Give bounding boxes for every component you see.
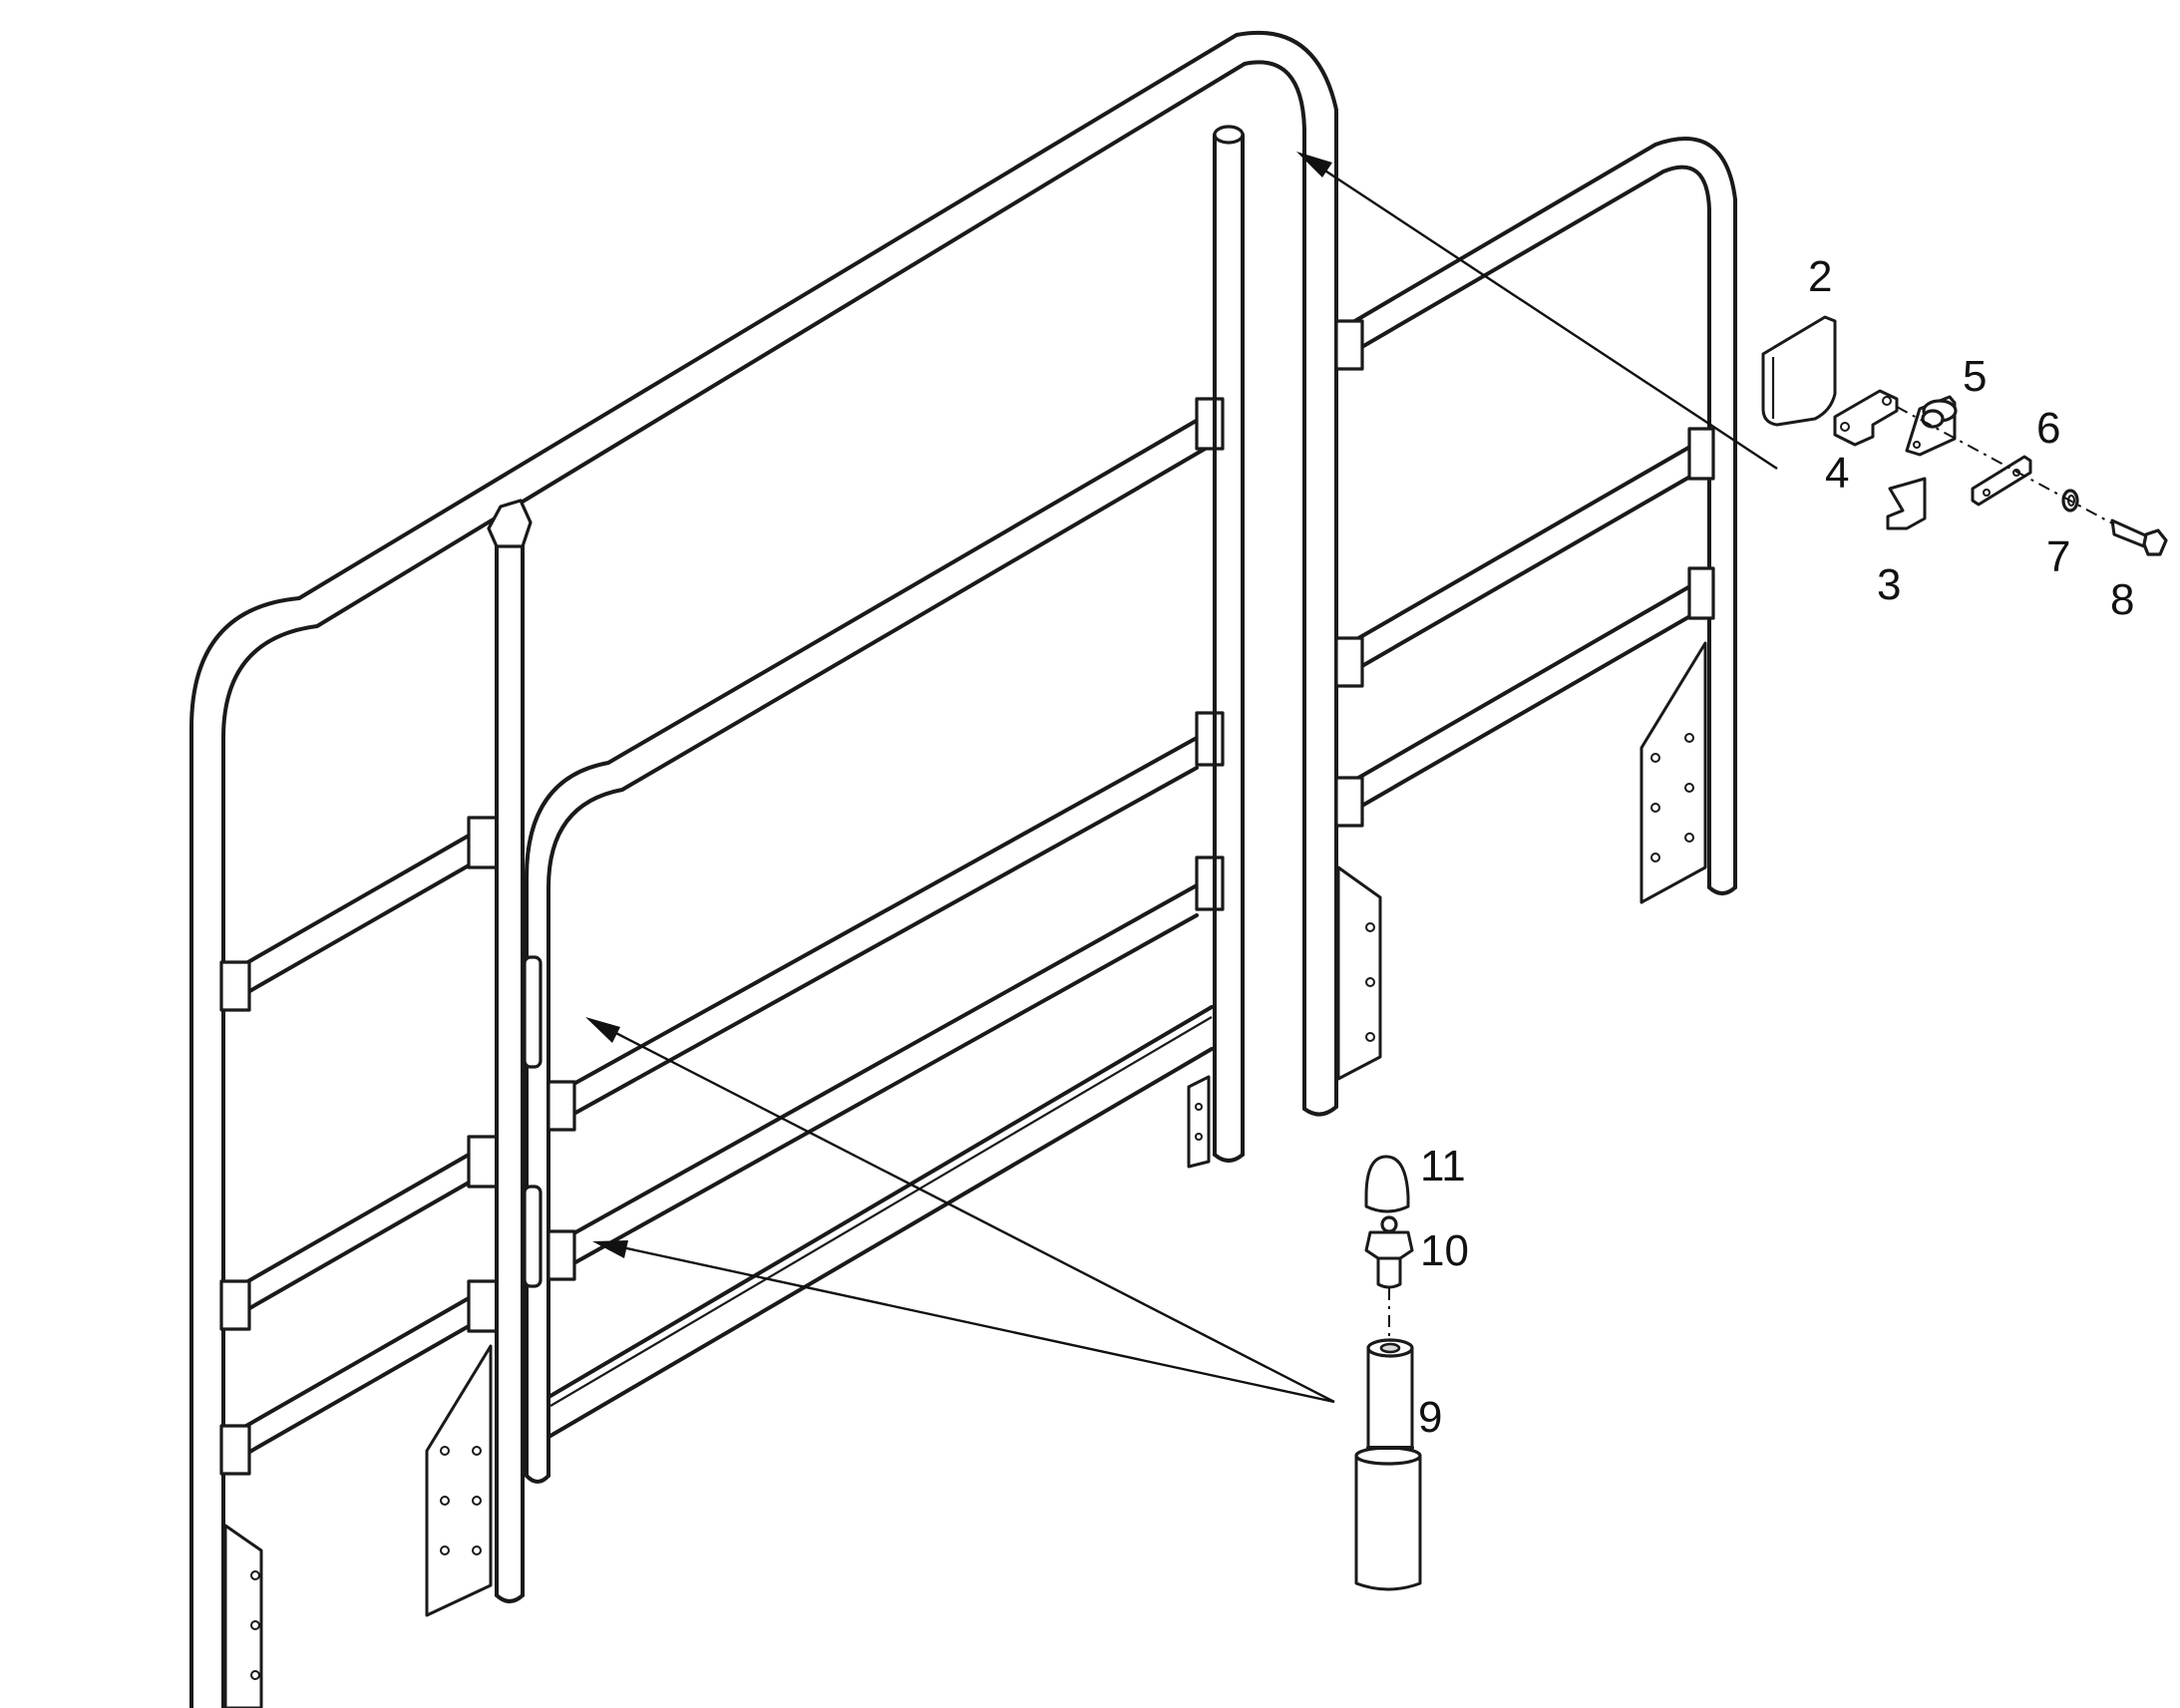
tee-fitting	[487, 499, 533, 548]
clamp-fitting	[1687, 566, 1715, 620]
right-rail-frame	[1334, 137, 1737, 1081]
callout-8: 8	[2110, 575, 2135, 624]
clamp-fitting	[219, 1279, 251, 1331]
mounting-plate	[1639, 641, 1707, 904]
clamp-fitting	[467, 816, 499, 869]
callout-4: 4	[1825, 449, 1850, 498]
leader-arrows	[585, 152, 1778, 1404]
gate-frame	[523, 125, 1245, 1484]
arrowhead	[585, 1017, 620, 1043]
callout-2: 2	[1808, 252, 1833, 301]
clamp-fitting	[467, 1135, 499, 1189]
hinge	[523, 1185, 543, 1288]
leader-line-hinge-upper	[599, 1023, 1335, 1404]
clamp-fitting	[546, 1080, 576, 1132]
middle-post	[425, 499, 533, 1617]
callout-6: 6	[2036, 404, 2061, 453]
clamp-fitting	[1195, 397, 1225, 451]
arrowhead	[592, 1240, 628, 1258]
callout-11: 11	[1420, 1142, 1466, 1191]
callout-9: 9	[1418, 1393, 1443, 1442]
hinge	[523, 955, 543, 1069]
leader-line-hinge-lower	[607, 1242, 1335, 1404]
clamp-fitting	[219, 1424, 251, 1476]
part-10-grease-fitting	[1380, 1215, 1398, 1233]
mounting-plate	[425, 1344, 493, 1617]
callout-7: 7	[2046, 532, 2071, 581]
part-9-hinge-pin	[1366, 1346, 1414, 1458]
part-4-bracket	[1833, 389, 1899, 447]
mounting-plate	[1336, 865, 1382, 1081]
clamp-fitting	[1334, 636, 1364, 688]
callout-3: 3	[1877, 560, 1902, 609]
clamp-fitting	[1334, 776, 1364, 828]
post-cap	[1213, 125, 1245, 145]
callout-5: 5	[1963, 352, 1988, 401]
mounting-plate	[1187, 1075, 1211, 1169]
leader-line-latch	[1310, 160, 1778, 471]
clamp-fitting	[546, 1229, 576, 1281]
part-2-cover	[1761, 315, 1837, 427]
part-3-catch	[1886, 477, 1927, 530]
callout-10: 10	[1420, 1226, 1469, 1275]
clamp-fitting	[1334, 319, 1364, 371]
clamp-fitting	[219, 960, 251, 1012]
clamp-fitting	[1195, 711, 1225, 767]
clamp-fitting	[1687, 427, 1715, 481]
hinge-parts-exploded	[1354, 1155, 1422, 1591]
clamp-fitting	[467, 1279, 499, 1333]
clamp-fitting	[1195, 855, 1225, 911]
left-rail-frame	[189, 30, 1338, 1708]
arrowhead	[1296, 152, 1332, 177]
part-11-cap	[1364, 1155, 1410, 1213]
mounting-plate	[223, 1524, 263, 1708]
latch-parts-exploded	[1761, 315, 2168, 556]
